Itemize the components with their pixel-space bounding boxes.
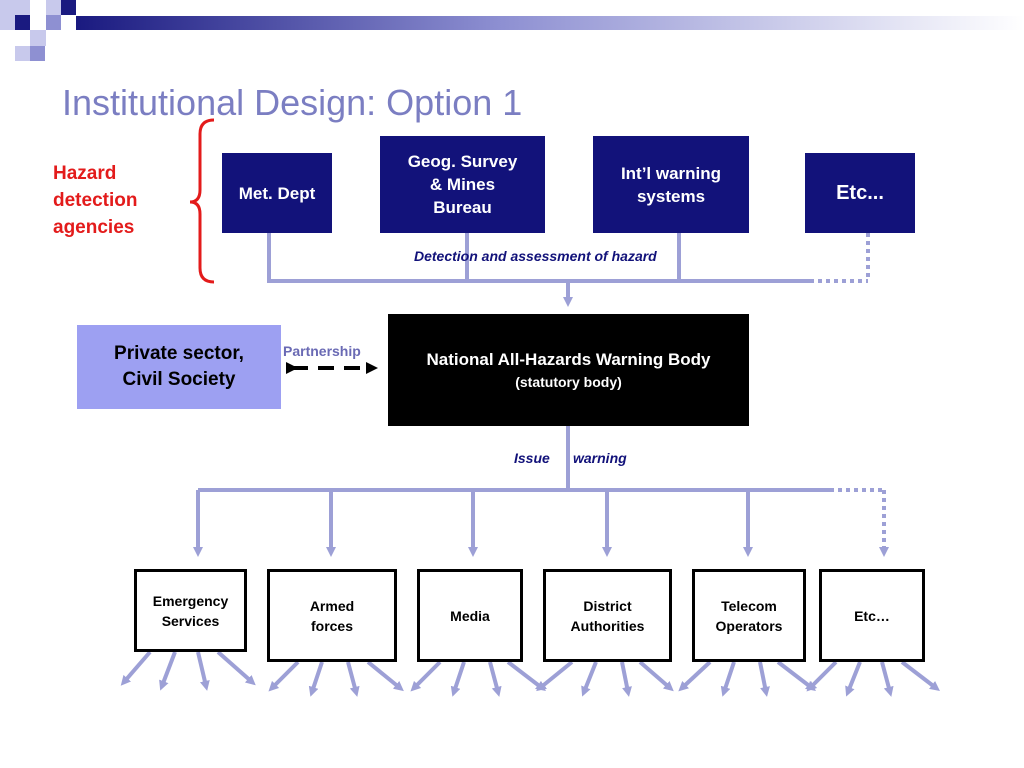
fanout-arrow (900, 660, 940, 692)
fanout-arrow (806, 660, 838, 692)
recipient-label: Media (450, 607, 490, 624)
private-sector-label: Private sector, (114, 343, 244, 364)
fanout-arrow (620, 661, 632, 697)
hazard-detection-label: Hazard detection agencies (53, 160, 193, 241)
fanout-arrow (776, 660, 816, 692)
fanout-arrow (450, 661, 466, 697)
deco-square (30, 30, 46, 46)
fanout-arrow (216, 650, 256, 686)
recipient-label: District (583, 597, 632, 614)
agency-intl-warning: Int’l warning systems (593, 136, 749, 233)
issue-label: Issue (514, 450, 550, 466)
fanout-arrow (845, 661, 862, 697)
fanout-arrow (196, 651, 210, 691)
national-body-note: (statutory body) (515, 374, 622, 390)
fanout-arrow (506, 660, 546, 692)
private-sector-label: Civil Society (122, 369, 236, 390)
fanout-arrow (678, 660, 712, 692)
recipient-district-authorities: District Authorities (543, 569, 672, 662)
agency-label: Etc... (836, 181, 884, 204)
recipient-label: Authorities (570, 617, 645, 634)
fanout-arrow (346, 661, 360, 697)
recipient-label: Telecom (721, 597, 777, 614)
agency-label: Met. Dept (238, 183, 316, 203)
private-sector-box: Private sector, Civil Society (77, 325, 281, 409)
agency-etc: Etc... (805, 153, 915, 233)
hazard-label-line: Hazard (53, 163, 117, 184)
recipient-media: Media (417, 569, 523, 662)
fanout-arrow (758, 661, 770, 697)
fanout-arrow (880, 661, 894, 697)
recipient-label: Emergency (152, 592, 229, 609)
recipient-label: forces (310, 617, 354, 634)
fanout-arrow (720, 661, 736, 697)
deco-square (30, 0, 46, 16)
fanout-arrow (410, 660, 442, 692)
recipient-label: Operators (715, 617, 783, 634)
fanout-arrow (159, 651, 177, 691)
deco-square (15, 15, 30, 30)
agency-label: Geog. Survey (407, 152, 518, 171)
hazard-label-line: detection (53, 190, 138, 211)
national-warning-body: National All-Hazards Warning Body (statu… (388, 314, 749, 426)
deco-square (46, 0, 61, 15)
slide-title: Institutional Design: Option 1 (62, 82, 523, 123)
agency-label: Bureau (433, 198, 492, 217)
agency-geog-survey: Geog. Survey & Mines Bureau (380, 136, 545, 233)
fanout-arrow (120, 650, 152, 686)
fanout-arrow (536, 660, 574, 692)
recipient-armed-forces: Armed forces (267, 569, 397, 662)
recipient-emergency-services: Emergency Services (134, 569, 247, 652)
recipient-etc: Etc… (819, 569, 925, 662)
recipient-telecom-operators: Telecom Operators (692, 569, 806, 662)
deco-square (15, 46, 30, 61)
recipient-label: Armed (309, 597, 355, 614)
recipient-label: Etc… (854, 607, 890, 624)
deco-square (46, 15, 61, 30)
fanout-arrow (581, 661, 598, 697)
fanout-arrow (366, 660, 404, 692)
deco-square (30, 46, 45, 61)
agency-label: systems (636, 186, 706, 206)
title-bar (76, 16, 1024, 30)
agency-met-dept: Met. Dept (222, 153, 332, 233)
hazard-label-line: agencies (53, 217, 135, 238)
deco-square (61, 0, 76, 15)
fanout-arrow (638, 660, 674, 692)
partnership-label: Partnership (283, 343, 361, 359)
agency-label: & Mines (429, 175, 496, 194)
recipient-label: Services (161, 612, 220, 629)
hazard-brace (189, 118, 215, 284)
detection-caption: Detection and assessment of hazard (414, 248, 657, 264)
fanout-arrow (488, 661, 502, 697)
agency-label: Int’l warning (620, 163, 722, 183)
fanout-arrow (308, 661, 324, 697)
fanout-arrow (268, 660, 300, 692)
national-body-name: National All-Hazards Warning Body (426, 350, 711, 369)
warning-label: warning (573, 450, 627, 466)
